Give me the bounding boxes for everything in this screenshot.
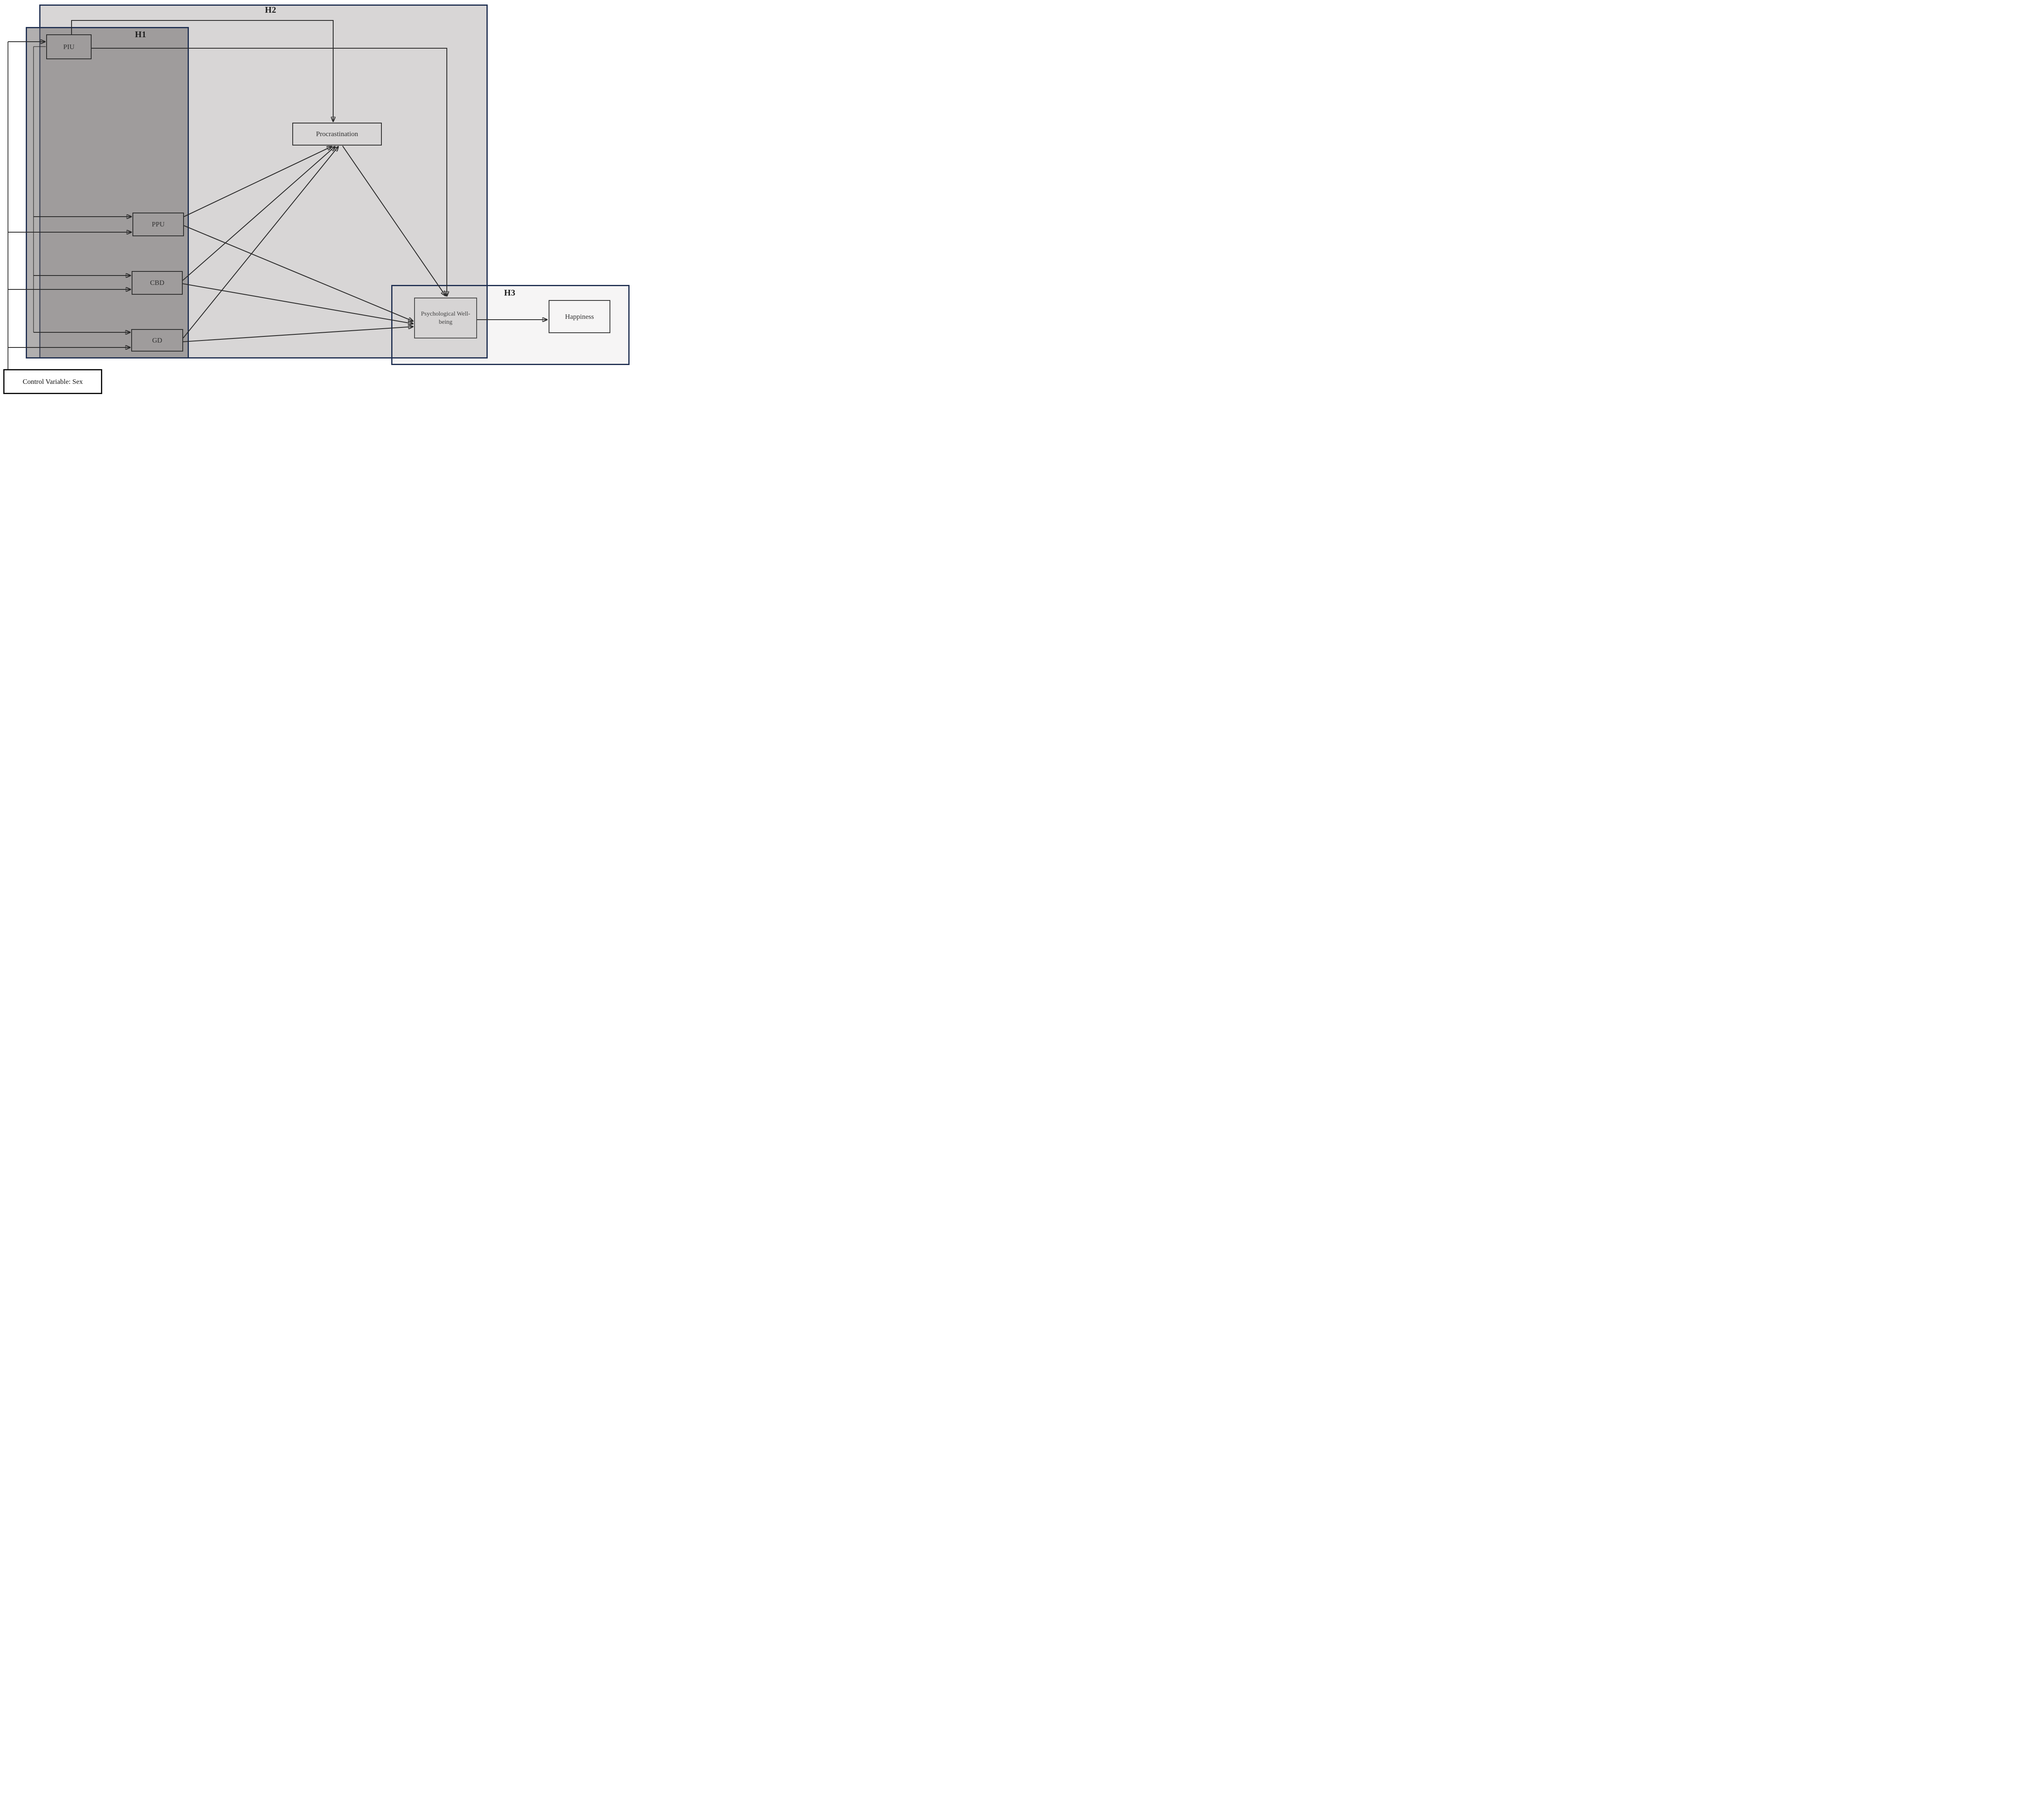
edge-cbd-to-pwb (182, 283, 413, 324)
h2-label: H2 (265, 5, 276, 15)
edge-procrastination-to-pwb (342, 146, 446, 296)
path-model-diagram: H2 H1 H3 PIU PPU CBD GD Procrastination … (0, 0, 632, 397)
node-cbd-label: CBD (150, 279, 164, 287)
edge-piu-to-pwb (92, 47, 447, 296)
node-procrastination-label: Procrastination (316, 130, 358, 138)
h3-region-border (391, 285, 630, 365)
node-piu-label: PIU (63, 43, 75, 51)
node-ppu: PPU (132, 213, 184, 236)
control-variable-label: Control Variable: Sex (22, 377, 83, 385)
edge-ppu-to-pwb (184, 225, 413, 321)
h1-label: H1 (135, 29, 146, 39)
node-psychological-well-being-label: Psychological Well-being (421, 310, 471, 325)
node-piu: PIU (46, 34, 92, 59)
node-psychological-well-being: Psychological Well-being (414, 298, 477, 338)
control-variable-box: Control Variable: Sex (3, 369, 102, 394)
node-happiness: Happiness (549, 300, 610, 333)
h3-label: H3 (504, 288, 515, 298)
node-procrastination: Procrastination (292, 123, 382, 146)
node-gd-label: GD (152, 336, 162, 344)
node-happiness-label: Happiness (565, 312, 594, 320)
h1-region (26, 27, 189, 358)
edge-cbd-to-procrastination (182, 146, 335, 281)
edge-piu-to-procrastination (71, 20, 333, 122)
node-cbd: CBD (132, 271, 183, 295)
edge-gd-to-pwb (183, 327, 413, 343)
edge-gd-to-procrastination (183, 146, 338, 338)
edge-ppu-to-procrastination (184, 146, 332, 217)
edges-layer (7, 20, 632, 369)
node-gd: GD (131, 329, 183, 352)
node-ppu-label: PPU (152, 220, 165, 228)
